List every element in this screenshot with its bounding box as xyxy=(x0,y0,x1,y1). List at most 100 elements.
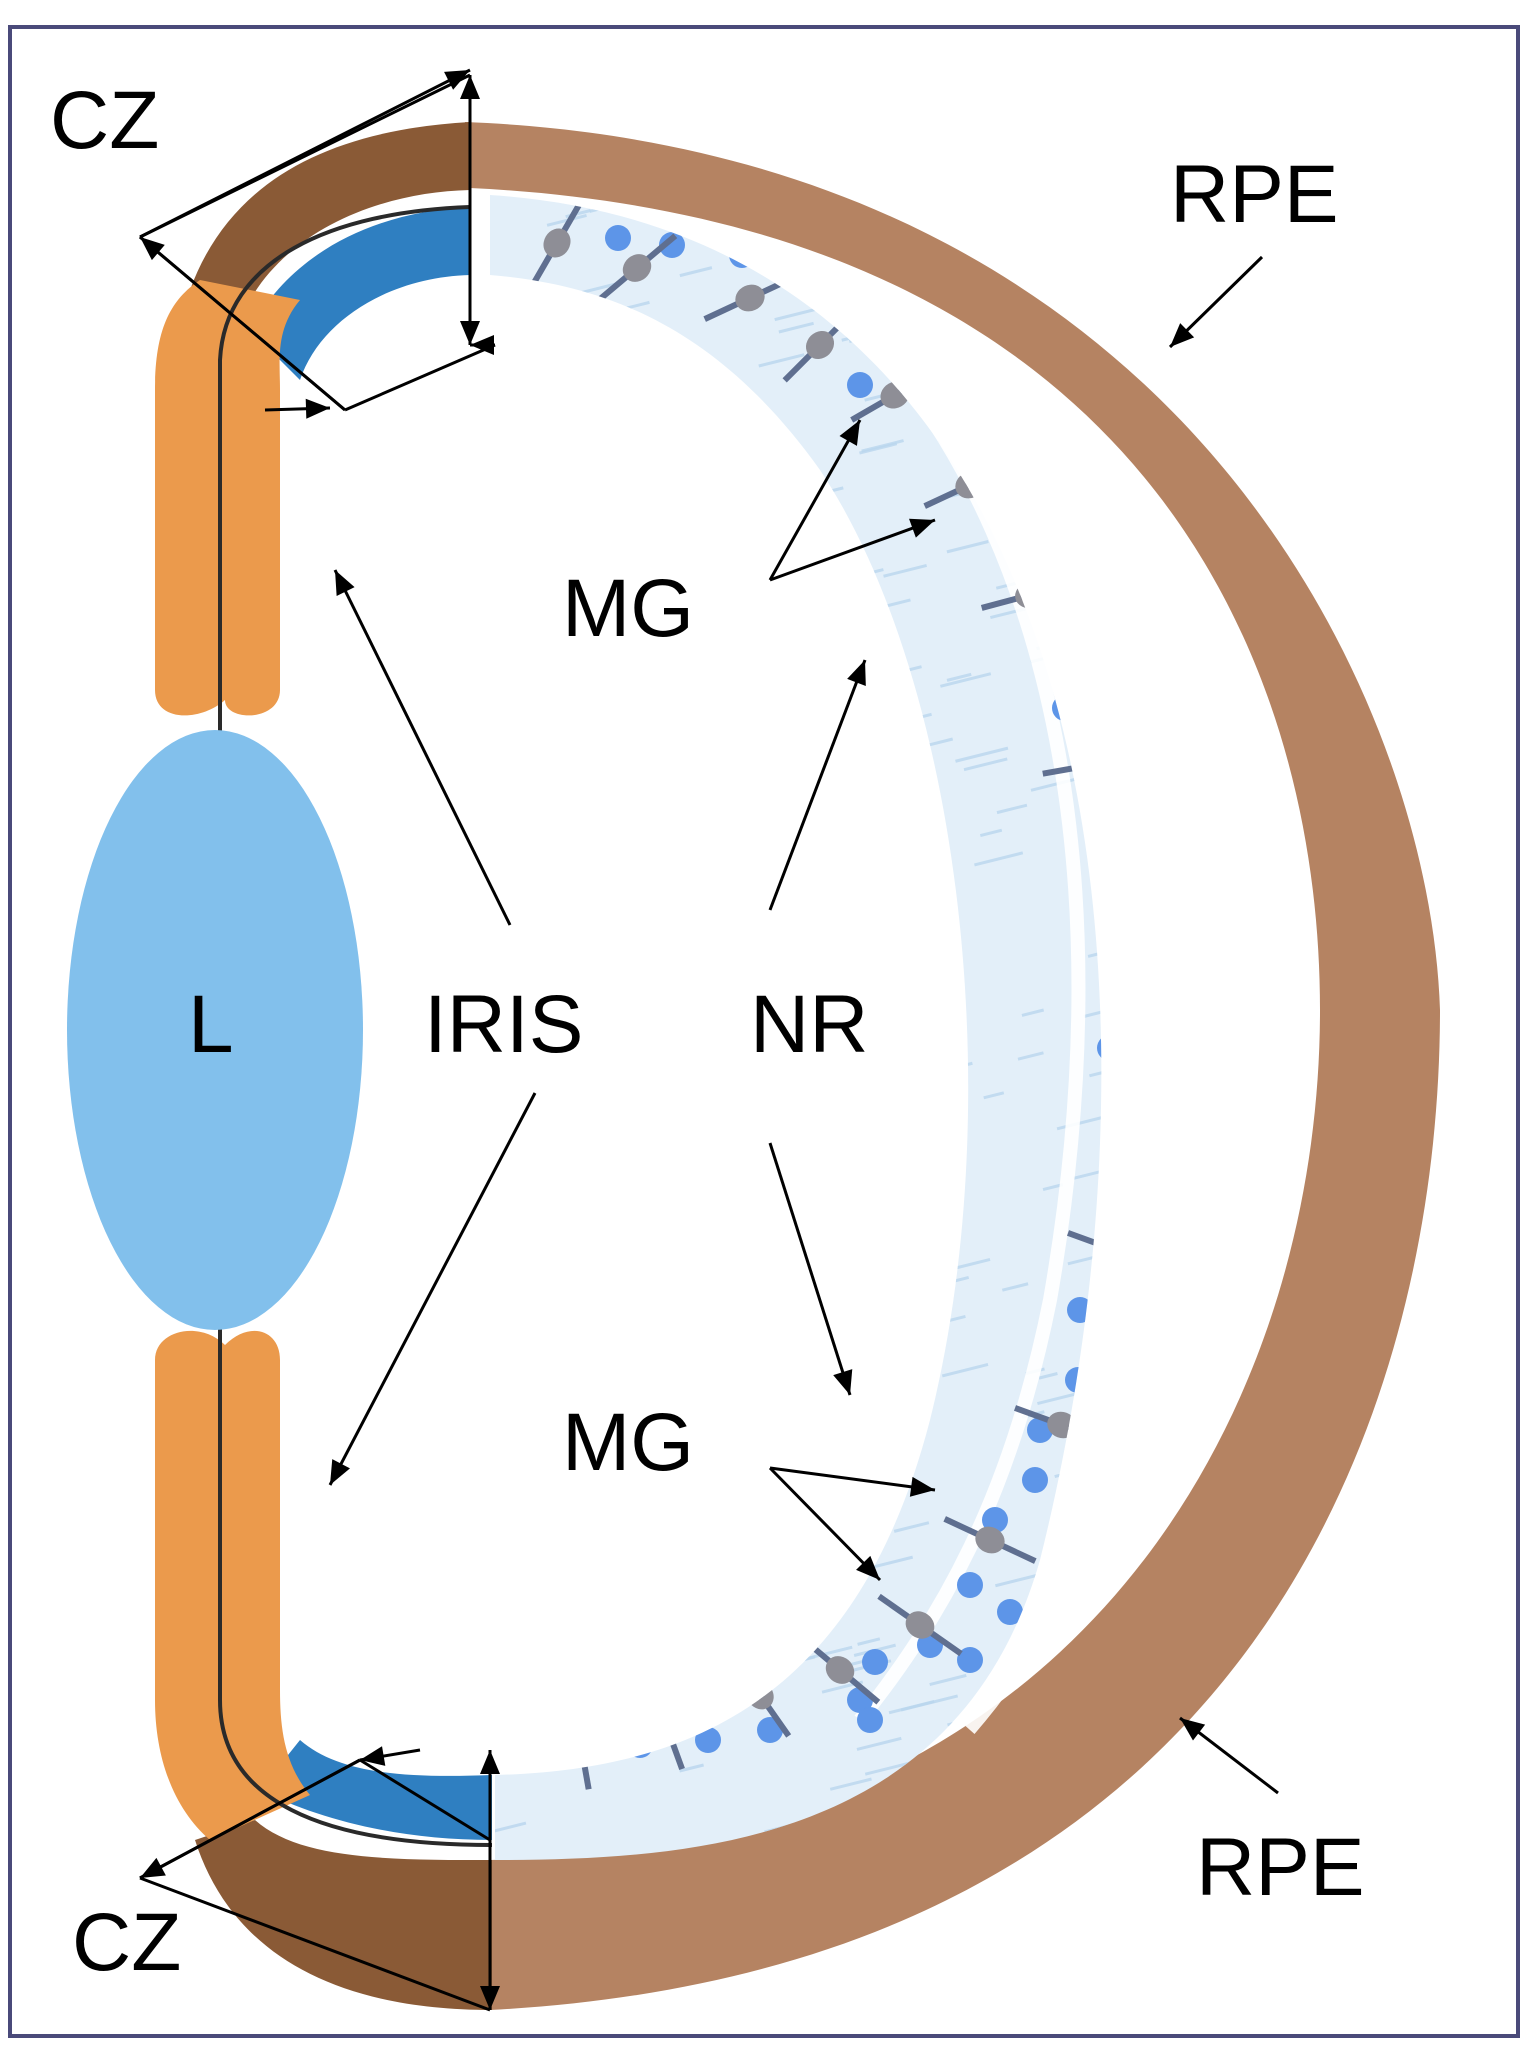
muller-glia-body xyxy=(1077,751,1102,779)
retina-texture-stroke xyxy=(806,633,849,647)
iris-bottom-arrow xyxy=(328,1092,537,1486)
retina-texture-stroke xyxy=(554,931,589,944)
retina-texture-stroke xyxy=(829,1777,872,1791)
nucleus-dot xyxy=(1269,869,1295,895)
nucleus-dot xyxy=(729,242,755,268)
rpe-top-arrow-head xyxy=(1170,323,1195,347)
retina-texture-stroke xyxy=(503,1083,534,1094)
annotation-arrows xyxy=(139,68,1279,2012)
retina-texture-stroke xyxy=(493,1500,530,1513)
lens-label: L xyxy=(188,979,234,1070)
retina-texture-stroke xyxy=(719,1362,760,1375)
retina-layer-boundary-outer xyxy=(965,386,1200,1734)
retina-texture-stroke xyxy=(581,831,633,848)
retina-texture-stroke xyxy=(578,1687,624,1702)
mg-top-arrow-2 xyxy=(769,518,936,582)
retina-texture-stroke xyxy=(594,676,640,691)
retina-texture-stroke xyxy=(667,686,702,698)
retina-texture-stroke xyxy=(623,1313,655,1324)
cz-top-arrow-upper-head xyxy=(444,70,470,90)
retina-texture-stroke xyxy=(563,1722,618,1739)
retina-texture-stroke xyxy=(1042,1183,1064,1192)
cz-bottom-label: CZ xyxy=(72,1897,181,1988)
retina-texture-stroke xyxy=(900,1694,959,1712)
mg-bottom-arrow-2-head xyxy=(856,1555,880,1580)
retina-texture-stroke xyxy=(1085,742,1102,759)
nucleus-dot xyxy=(1227,1332,1253,1358)
nucleus-dot xyxy=(1279,952,1305,978)
retina-texture-stroke xyxy=(665,1128,709,1142)
nucleus-dot xyxy=(1242,739,1268,765)
retina-texture-stroke xyxy=(701,1463,755,1480)
retina-texture-stroke xyxy=(1269,1206,1300,1214)
retina-texture-stroke xyxy=(955,746,1009,763)
retina-texture-stroke xyxy=(1038,1372,1058,1380)
retina-texture-stroke xyxy=(887,922,928,936)
retina-texture-stroke xyxy=(1074,721,1094,729)
nucleus-dot xyxy=(1252,1252,1278,1278)
retina-texture-stroke xyxy=(668,673,719,689)
iris-top xyxy=(155,280,300,716)
retina-texture-stroke xyxy=(1142,1473,1169,1480)
retina-texture-stroke xyxy=(1234,346,1260,353)
nucleus-dot xyxy=(627,1732,653,1758)
retina-texture-stroke xyxy=(890,1245,916,1255)
nucleus-dot xyxy=(1272,1120,1298,1146)
nucleus-dot xyxy=(1192,1362,1218,1388)
iris-bottom xyxy=(155,1330,310,1840)
retina-texture-stroke xyxy=(679,923,719,937)
retina-texture-stroke xyxy=(601,786,631,797)
retina-texture-stroke xyxy=(1169,1784,1203,1793)
nr-bottom-arrow-head xyxy=(833,1369,853,1395)
retina-texture-stroke xyxy=(678,461,704,471)
mg-bottom-label: MG xyxy=(562,1397,694,1488)
cz-top-arrow-lower-head xyxy=(140,237,165,261)
nucleus-dot xyxy=(997,492,1023,518)
retina-texture-stroke xyxy=(1219,1111,1258,1121)
nucleus-dot xyxy=(1112,1117,1138,1143)
nucleus-dot xyxy=(1089,790,1102,816)
nucleus-dot xyxy=(1097,1035,1102,1061)
retina-texture-stroke xyxy=(1226,1075,1254,1082)
retina-texture-stroke xyxy=(684,429,723,442)
retina-texture-stroke xyxy=(897,200,931,211)
retina-texture-stroke xyxy=(1017,1051,1044,1061)
retina-texture-stroke xyxy=(1034,465,1062,475)
retina-texture-stroke xyxy=(1036,634,1088,651)
retina-texture-stroke xyxy=(552,775,575,784)
retina-texture-stroke xyxy=(1134,755,1168,763)
retina-texture-stroke xyxy=(1285,961,1304,966)
retina-texture-stroke xyxy=(679,266,713,278)
retina-texture-stroke xyxy=(1234,1793,1256,1798)
retina-texture-stroke xyxy=(706,773,738,784)
retina-texture-stroke xyxy=(1056,1114,1102,1131)
retina-texture-stroke xyxy=(1092,1254,1102,1268)
retina-texture-stroke xyxy=(1223,1069,1258,1078)
retina-texture-stroke xyxy=(916,1061,973,1079)
retina-texture-stroke xyxy=(1100,292,1102,304)
retina-texture-stroke xyxy=(606,1364,653,1380)
retina-texture-stroke xyxy=(662,839,683,847)
retina-texture-stroke xyxy=(557,1171,590,1182)
retina-texture-stroke xyxy=(578,920,636,938)
retina-texture-stroke xyxy=(1111,1251,1137,1257)
retina-texture-stroke xyxy=(589,1549,635,1564)
retina-texture-stroke xyxy=(538,555,563,565)
mg-bottom-arrow-1-head xyxy=(909,1476,935,1497)
nucleus-dot xyxy=(957,1647,983,1673)
muller-glia-body xyxy=(825,1656,855,1684)
nucleus-dot xyxy=(1087,747,1102,773)
retina-texture-stroke xyxy=(1089,1064,1102,1078)
retina-texture-stroke xyxy=(869,1399,900,1410)
retina-texture-stroke xyxy=(686,1169,745,1188)
muller-glia-cell xyxy=(943,1516,1037,1564)
iris-label: IRIS xyxy=(424,979,583,1070)
nucleus-dot xyxy=(1102,955,1128,981)
iris-top-arrow-head xyxy=(335,570,355,596)
mg-top-arrow-1-head xyxy=(839,420,860,446)
retina-texture-stroke xyxy=(1067,1255,1097,1266)
retina-texture-stroke xyxy=(1102,1157,1151,1169)
retina-texture-stroke xyxy=(591,460,611,468)
retina-texture-stroke xyxy=(490,782,528,796)
cz-top-arrow-base-head xyxy=(470,335,494,355)
